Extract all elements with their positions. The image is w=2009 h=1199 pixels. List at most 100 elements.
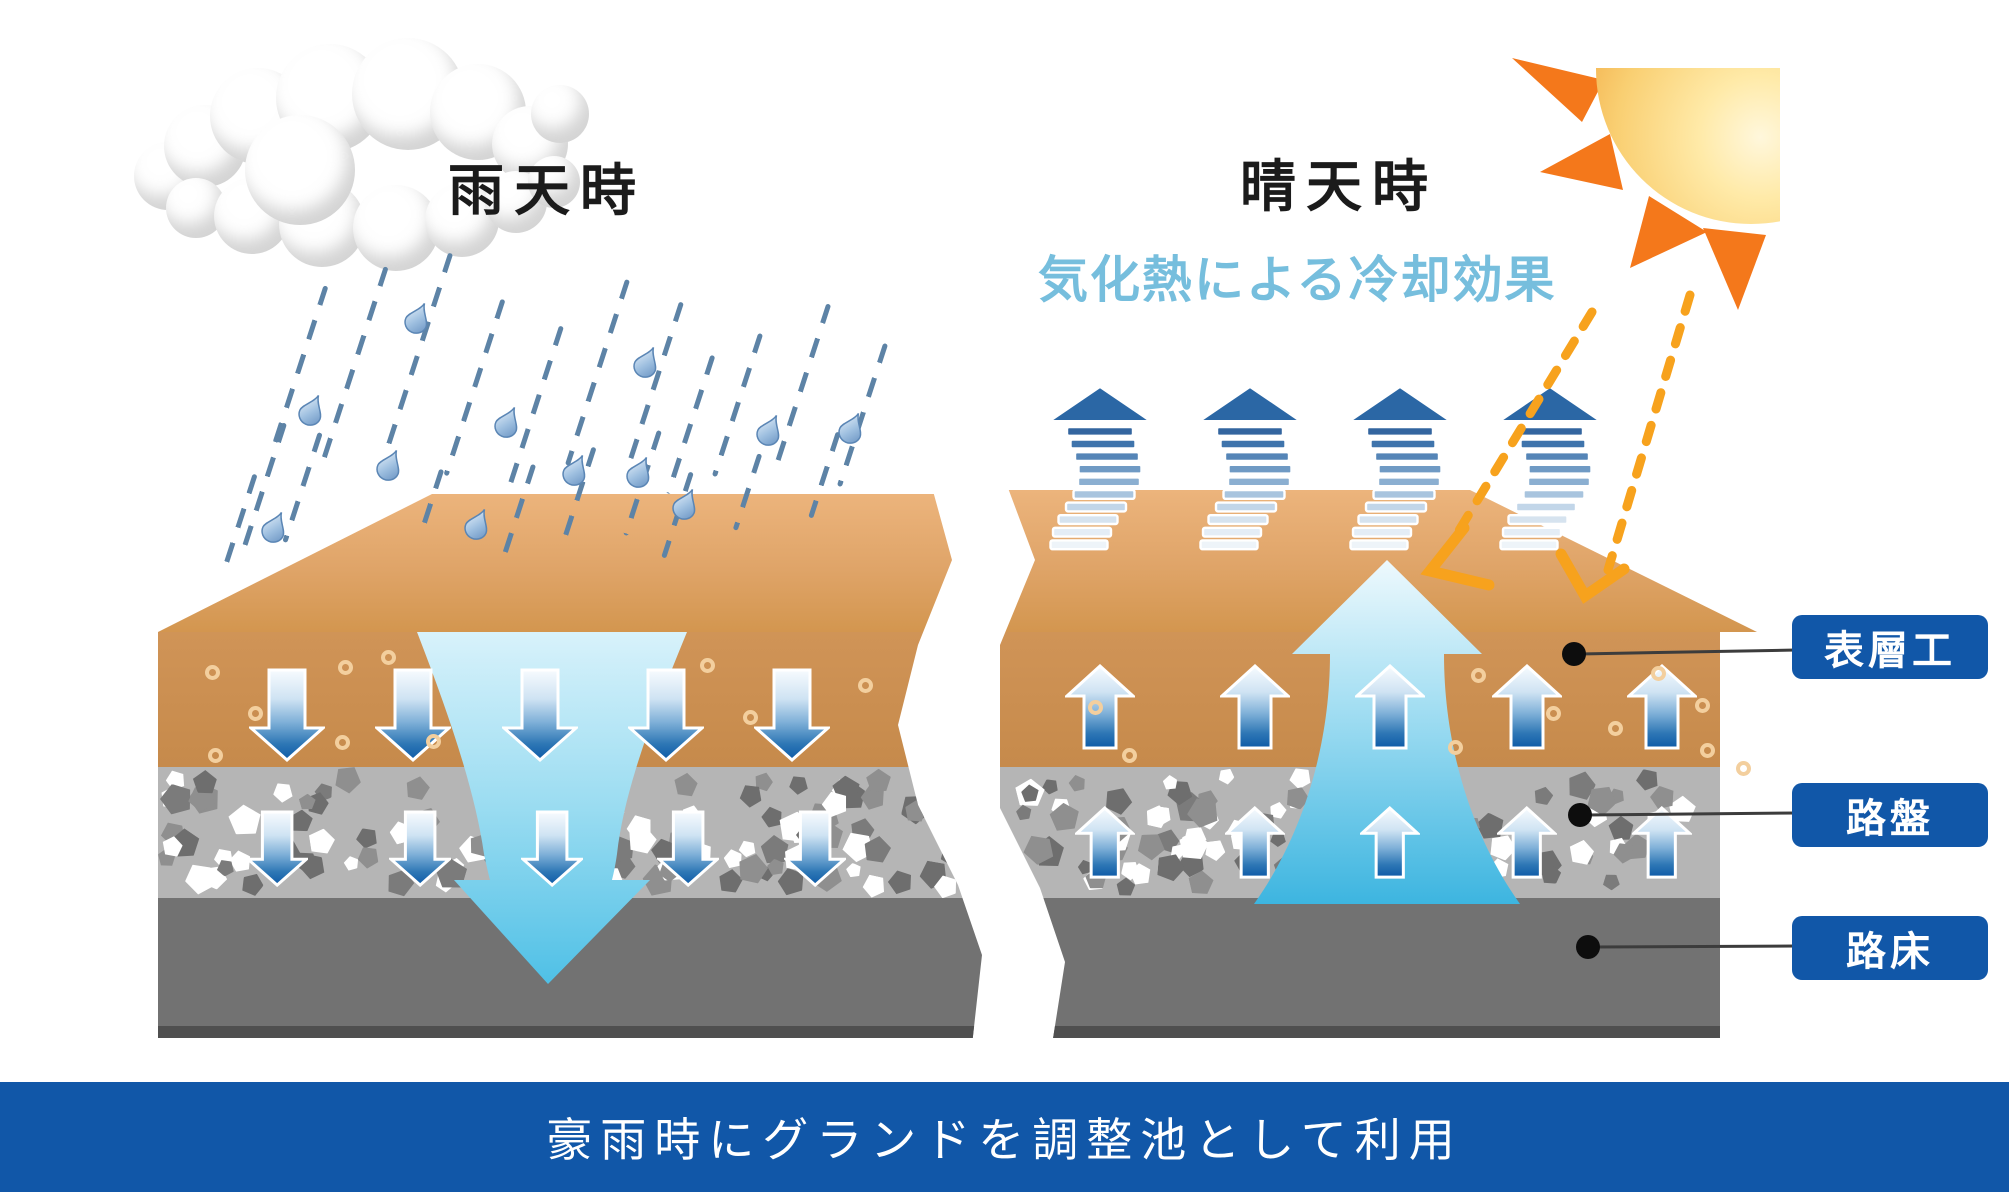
big-infiltration-arrow-icon	[417, 632, 687, 984]
pore-icon	[338, 660, 353, 675]
raindrop-icon	[626, 456, 650, 488]
rain-streak-icon	[381, 252, 454, 459]
gravel-stone-icon	[269, 778, 295, 804]
raindrop-icon	[298, 394, 322, 426]
evaporation-arrow-icon	[1492, 664, 1562, 750]
pore-icon	[1608, 721, 1623, 736]
gravel-stone-icon	[861, 874, 887, 898]
gravel-stone-icon	[1178, 830, 1211, 863]
steam-arrow-icon	[1046, 385, 1154, 551]
pore-icon	[381, 650, 396, 665]
cloud-puff	[528, 156, 580, 208]
infiltration-arrow-icon	[375, 668, 451, 762]
gravel-stone-icon	[936, 775, 957, 796]
infiltration-arrow-icon	[249, 668, 325, 762]
left-scene-title: 雨天時	[448, 159, 646, 222]
gravel-stone-icon	[160, 784, 191, 815]
raindrop-icon	[404, 302, 428, 334]
gravel-stone-icon	[945, 822, 988, 865]
rain-streak-icon	[564, 278, 631, 467]
infiltration-arrow-icon	[246, 810, 309, 888]
label-subgrade: 路床	[1792, 916, 1988, 980]
raindrop-icon	[464, 508, 488, 540]
gravel-stone-icon	[1566, 838, 1598, 870]
infiltration-arrow-icon	[521, 810, 584, 888]
label-surface-course: 表層工	[1792, 615, 1988, 679]
steam-arrow-icon	[1196, 385, 1304, 551]
evaporation-arrow-icon	[1627, 664, 1697, 750]
right-scene-title: 晴天時	[1240, 155, 1438, 218]
pore-icon	[1700, 743, 1715, 758]
infiltration-arrow-icon	[657, 810, 720, 888]
pore-icon	[858, 678, 873, 693]
gravel-stone-icon	[972, 849, 987, 864]
gravel-stone-icon	[980, 847, 995, 862]
cloud-puff	[245, 115, 355, 225]
evaporation-arrow-icon	[1220, 664, 1290, 750]
evaporation-arrow-icon	[1075, 806, 1135, 879]
gravel-stone-icon	[739, 784, 763, 808]
gravel-stone-icon	[1157, 853, 1186, 882]
gravel-stone-icon	[1066, 773, 1089, 796]
left-ground-block	[120, 480, 995, 1045]
infiltration-arrow-icon	[628, 668, 704, 762]
pore-icon	[743, 710, 758, 725]
gravel-stone-icon	[946, 789, 976, 819]
infiltration-arrow-icon	[784, 810, 847, 888]
gravel-stone-icon	[1162, 774, 1178, 790]
gravel-stone-icon	[356, 847, 379, 870]
pore-icon	[208, 748, 223, 763]
raindrop-icon	[562, 454, 586, 486]
evaporation-arrow-icon	[1355, 664, 1425, 750]
pore-icon	[1736, 761, 1751, 776]
raindrop-icon	[672, 488, 696, 520]
right-ground-block	[980, 480, 1770, 1045]
evaporation-arrow-icon	[1225, 806, 1285, 879]
gravel-stone-icon	[786, 772, 811, 797]
gravel-stone-icon	[308, 827, 337, 856]
cloud-puff	[531, 85, 589, 143]
sun-icon	[1596, 68, 1780, 224]
cloud-puff	[353, 185, 439, 271]
pore-icon	[700, 658, 715, 673]
raindrop-icon	[494, 406, 518, 438]
raindrop-icon	[838, 412, 862, 444]
label-roadbed: 路盤	[1792, 783, 1988, 847]
infiltration-arrow-icon	[754, 668, 830, 762]
infiltration-arrow-icon	[502, 668, 578, 762]
pore-icon	[1122, 748, 1137, 763]
raindrop-icon	[756, 414, 780, 446]
raindrop-icon	[261, 511, 285, 543]
gravel-stone-icon	[845, 862, 861, 878]
gravel-stone-icon	[1534, 787, 1554, 807]
raindrop-icon	[633, 346, 657, 378]
pore-icon	[1695, 698, 1710, 713]
infiltration-arrow-icon	[389, 810, 452, 888]
raindrop-icon	[376, 449, 400, 481]
evaporation-arrow-icon	[1632, 806, 1692, 879]
gravel-stone-icon	[1216, 767, 1237, 786]
pore-icon	[1448, 740, 1463, 755]
gravel-stone-icon	[1635, 768, 1658, 791]
steam-arrow-icon	[1496, 385, 1604, 551]
gravel-stone-icon	[1014, 803, 1034, 823]
gravel-stone-icon	[1041, 778, 1059, 796]
pore-icon	[426, 734, 441, 749]
rain-streak-icon	[320, 266, 389, 463]
pore-icon	[205, 665, 220, 680]
evaporation-arrow-icon	[1360, 806, 1420, 879]
gravel-stone-icon	[885, 865, 917, 897]
caption-text: 豪雨時にグランドを調整池として利用	[546, 1114, 1463, 1166]
rain-streak-icon	[443, 298, 506, 477]
gravel-stone-icon	[973, 771, 993, 791]
rain-streak-icon	[773, 303, 832, 467]
pore-icon	[1546, 706, 1561, 721]
pore-icon	[1651, 666, 1666, 681]
gravel-stone-icon	[943, 818, 970, 845]
evaporation-arrow-icon	[1497, 806, 1557, 879]
steam-arrow-icon	[1346, 385, 1454, 551]
gravel-stone-icon	[334, 767, 362, 795]
pore-icon	[1471, 668, 1486, 683]
gravel-stone-icon	[1602, 871, 1622, 891]
